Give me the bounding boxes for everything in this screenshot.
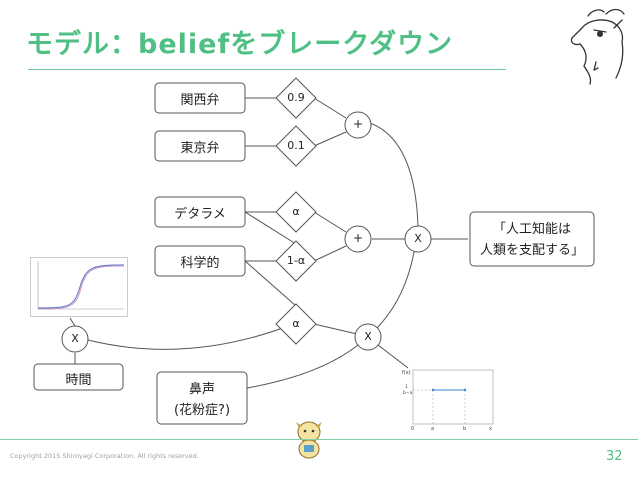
- svg-text:a: a: [431, 426, 434, 432]
- sigmoid-plot-thumbnail: [30, 257, 128, 317]
- jikan-label: 時間: [65, 373, 92, 388]
- weight-kansai: 0.9: [287, 91, 305, 104]
- title-divider: [28, 69, 506, 70]
- detarame-label: デタラメ: [174, 207, 226, 222]
- svg-text:x: x: [489, 426, 492, 432]
- step-plot-thumbnail: f(x) 1 b−a 0 a b x: [402, 369, 494, 432]
- copyright-text: Copyright 2015 Shiroyagi Corporation. Al…: [10, 452, 199, 460]
- kagakuteki-label: 科学的: [180, 256, 220, 271]
- slide-title: モデル：beliefをブレークダウン: [26, 29, 454, 60]
- svg-text:b: b: [463, 426, 466, 432]
- goat-mascot-icon: [570, 8, 625, 85]
- times-main-node: X: [414, 232, 422, 245]
- svg-text:f(x): f(x): [402, 370, 411, 376]
- plus-top-node: +: [352, 117, 364, 131]
- weight-tokyo: 0.1: [287, 139, 305, 152]
- plus-mid-node: +: [352, 231, 364, 245]
- kansai-label: 関西弁: [180, 93, 220, 108]
- output-label-line1: 「人工知能は: [492, 222, 571, 237]
- svg-text:0: 0: [411, 426, 414, 432]
- svg-text:b−a: b−a: [403, 390, 413, 396]
- tokyo-label: 東京弁: [180, 141, 220, 156]
- weight-kagakuteki: 1-α: [286, 254, 306, 267]
- output-label-line2: 人類を支配する」: [479, 243, 584, 258]
- small-mascot-icon: [296, 421, 322, 459]
- weight-detarame: α: [292, 205, 300, 218]
- bisei-label-line1: 鼻声: [188, 382, 215, 397]
- times-time-node: X: [71, 332, 79, 345]
- weight-time: α: [292, 317, 300, 330]
- footer-divider: [0, 439, 638, 440]
- svg-text:1: 1: [405, 384, 408, 390]
- bisei-label-line2: (花粉症?): [173, 403, 231, 418]
- times-bottom-node: X: [364, 330, 372, 343]
- page-number: 32: [606, 449, 623, 464]
